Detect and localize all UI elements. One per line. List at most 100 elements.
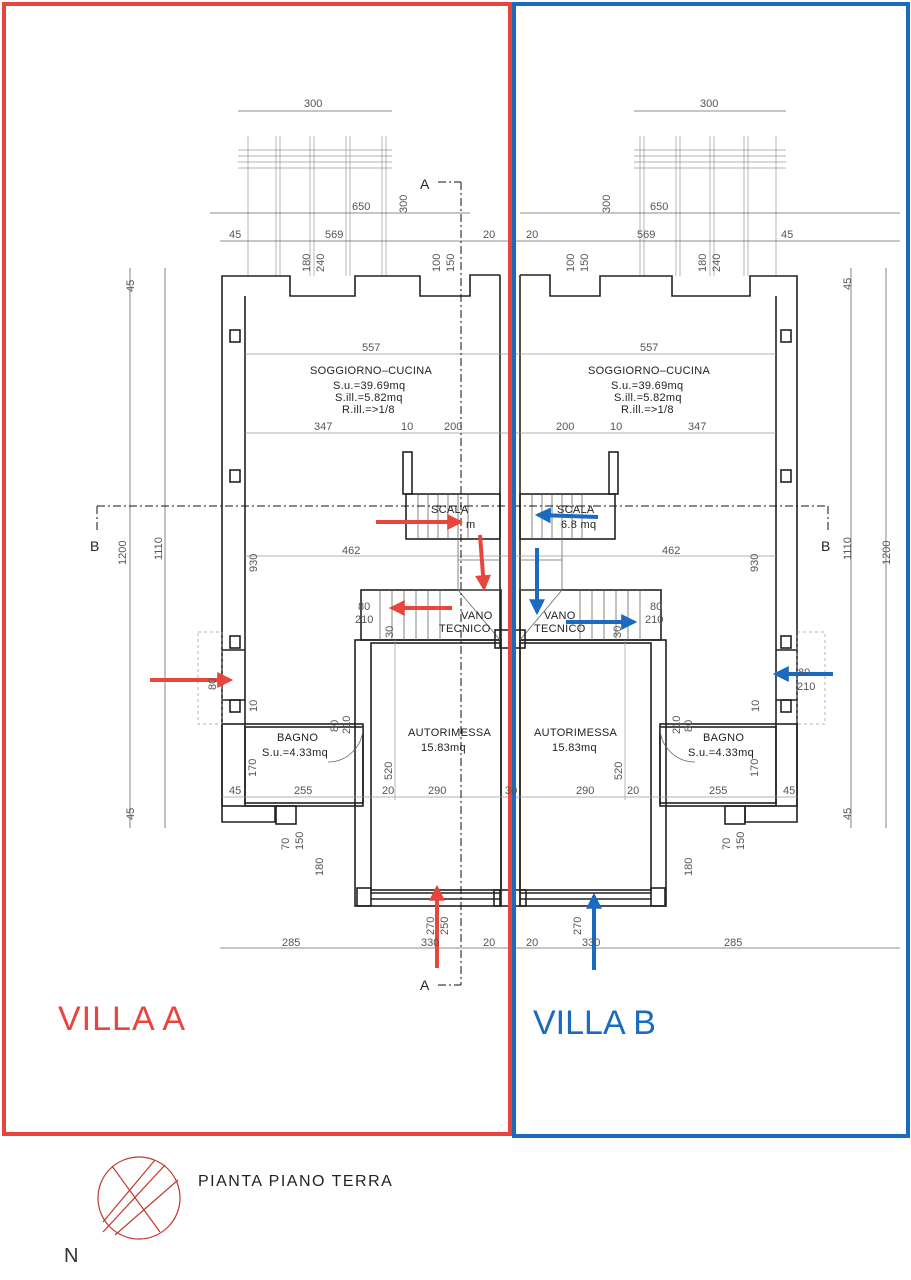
living-sill-a: S.ill.=5.82mq bbox=[335, 392, 403, 404]
dim-100-b: 100 bbox=[565, 254, 577, 272]
dim-80-tech-a: 80 bbox=[358, 601, 370, 613]
dim-20-ta: 20 bbox=[483, 229, 495, 241]
dim-520-b: 520 bbox=[613, 762, 625, 780]
dim-20-bb: 20 bbox=[627, 785, 639, 797]
dim-80-bath-a: 80 bbox=[329, 720, 341, 732]
dim-1200-r: 1200 bbox=[881, 541, 893, 565]
dimension-labels: 300 300 650 650 300 300 45 569 20 20 569… bbox=[117, 98, 893, 949]
arrow-a-stair-down bbox=[475, 534, 492, 592]
garage-area-b: 15.83mq bbox=[552, 742, 597, 754]
dim-569-b: 569 bbox=[637, 229, 655, 241]
dim-347-b: 347 bbox=[688, 421, 706, 433]
dim-290-b: 290 bbox=[576, 785, 594, 797]
section-markers: A A B B bbox=[90, 176, 830, 993]
dim-520-a: 520 bbox=[383, 762, 395, 780]
bath-name-b: BAGNO bbox=[703, 732, 744, 744]
dim-347-a: 347 bbox=[314, 421, 332, 433]
arrow-b-stair bbox=[534, 507, 599, 524]
dim-150-b2: 150 bbox=[735, 832, 747, 850]
dim-70-a: 70 bbox=[280, 838, 292, 850]
dim-285-b: 285 bbox=[724, 937, 742, 949]
living-sill-b: S.ill.=5.82mq bbox=[614, 392, 682, 404]
dim-210-tech-b: 210 bbox=[645, 614, 663, 626]
dim-150-b: 150 bbox=[579, 254, 591, 272]
dim-80-tech-b: 80 bbox=[650, 601, 662, 613]
dim-650-b: 650 bbox=[650, 201, 668, 213]
dim-45-bl: 45 bbox=[229, 785, 241, 797]
dim-10-a: 10 bbox=[401, 421, 413, 433]
dim-pergola-b: 300 bbox=[700, 98, 718, 110]
dim-180-bot-b: 180 bbox=[683, 858, 695, 876]
dim-170-b: 170 bbox=[749, 759, 761, 777]
plan-linework bbox=[96, 110, 900, 986]
garage-name-a: AUTORIMESSA bbox=[408, 727, 492, 739]
dim-45-br: 45 bbox=[783, 785, 795, 797]
dim-1110-l: 1110 bbox=[153, 537, 165, 560]
section-a-top: A bbox=[420, 176, 430, 192]
dim-330-a: 330 bbox=[421, 937, 439, 949]
section-axes bbox=[96, 181, 829, 986]
drawing-title: PIANTA PIANO TERRA bbox=[198, 1173, 393, 1190]
tech-line2-b: TECNICO bbox=[534, 623, 586, 635]
dim-20-ba: 20 bbox=[382, 785, 394, 797]
living-su-b: S.u.=39.69mq bbox=[611, 380, 683, 392]
dim-30-mid: 30 bbox=[505, 785, 517, 797]
villa-a-access-arrows bbox=[150, 514, 492, 968]
dim-285-a: 285 bbox=[282, 937, 300, 949]
dim-462-a: 462 bbox=[342, 545, 360, 557]
dim-10-side-a: 10 bbox=[248, 700, 260, 712]
dim-20-tb: 20 bbox=[526, 229, 538, 241]
dim-255-a: 255 bbox=[294, 785, 312, 797]
pergola-left bbox=[238, 136, 392, 276]
dim-20-bot-a: 20 bbox=[483, 937, 495, 949]
dim-200-b: 200 bbox=[556, 421, 574, 433]
section-b-left: B bbox=[90, 538, 99, 554]
dim-180-bot-a: 180 bbox=[314, 858, 326, 876]
dim-240-b: 240 bbox=[711, 254, 723, 272]
dim-30-tech-a: 30 bbox=[384, 626, 396, 638]
side-dimension-lines bbox=[129, 268, 887, 828]
dim-150-a: 150 bbox=[445, 254, 457, 272]
dim-290-a: 290 bbox=[428, 785, 446, 797]
garage-area-a: 15.83mq bbox=[421, 742, 466, 754]
stair-name-a: SCALA bbox=[431, 504, 469, 516]
north-arrow-icon bbox=[97, 1156, 181, 1240]
dim-45-r-bot: 45 bbox=[842, 808, 854, 820]
living-name-a: SOGGIORNO–CUCINA bbox=[310, 365, 433, 377]
dim-150-a2: 150 bbox=[294, 832, 306, 850]
bath-area-b: S.u.=4.33mq bbox=[688, 747, 754, 759]
dim-557-a: 557 bbox=[362, 342, 380, 354]
dim-1110-r: 1110 bbox=[842, 537, 854, 560]
dim-330-b: 330 bbox=[582, 937, 600, 949]
dim-70-b: 70 bbox=[721, 838, 733, 850]
dim-45-l-top: 45 bbox=[125, 280, 137, 292]
dim-80-side-b: 80 bbox=[798, 667, 810, 679]
door-swings bbox=[327, 726, 696, 763]
pergola-right bbox=[634, 136, 786, 276]
dim-45-tl: 45 bbox=[229, 229, 241, 241]
villa-a-walls bbox=[221, 274, 502, 907]
dim-300-v-b: 300 bbox=[601, 195, 613, 213]
dim-250-a: 250 bbox=[439, 917, 451, 935]
dim-1200-l: 1200 bbox=[117, 541, 129, 565]
dim-930-l: 930 bbox=[248, 554, 260, 572]
dim-210-bath-a: 210 bbox=[341, 716, 353, 734]
dim-45-l-bot: 45 bbox=[125, 808, 137, 820]
dim-10-side-b: 10 bbox=[750, 700, 762, 712]
dim-557-b: 557 bbox=[640, 342, 658, 354]
top-dimension-lines bbox=[210, 110, 900, 949]
dim-210-tech-a: 210 bbox=[355, 614, 373, 626]
stair-area-a: m bbox=[466, 519, 475, 531]
north-label: N bbox=[64, 1245, 78, 1267]
dim-210-side-b: 210 bbox=[797, 681, 815, 693]
bath-area-a: S.u.=4.33mq bbox=[262, 747, 328, 759]
dim-10-b: 10 bbox=[610, 421, 622, 433]
dim-650-a: 650 bbox=[352, 201, 370, 213]
stair-name-b: SCALA bbox=[557, 504, 595, 516]
stair-area-b: 6.8 mq bbox=[561, 519, 596, 531]
section-a-bottom: A bbox=[420, 977, 430, 993]
tech-line1-a: VANO bbox=[461, 610, 493, 622]
dim-80-side-a: 80 bbox=[207, 678, 219, 690]
dim-930-r: 930 bbox=[749, 554, 761, 572]
room-labels: SOGGIORNO–CUCINA S.u.=39.69mq S.ill.=5.8… bbox=[262, 365, 754, 759]
